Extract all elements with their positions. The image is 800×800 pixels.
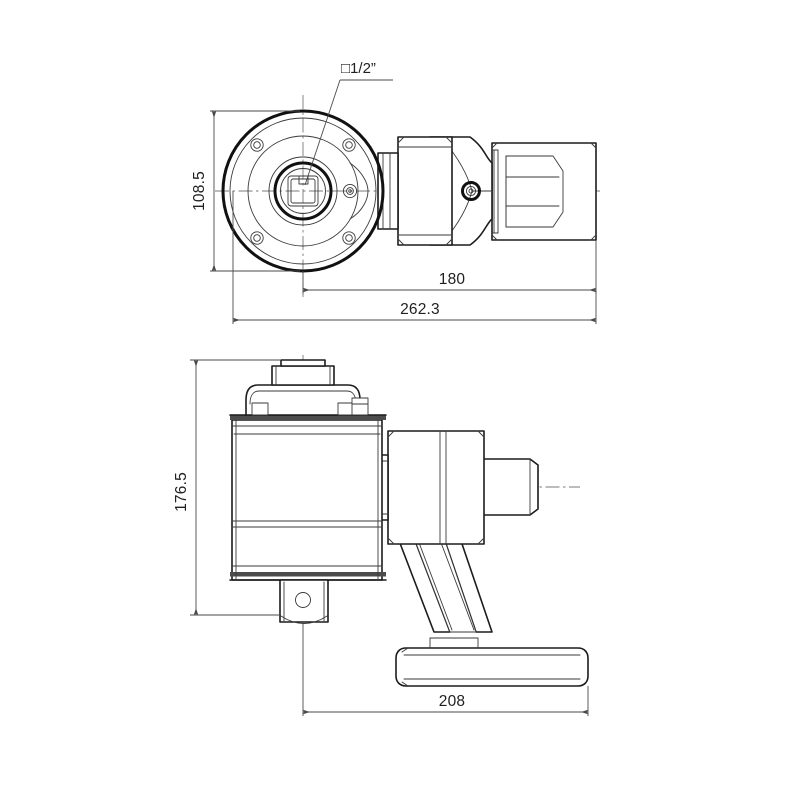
dimension-length-180: 180 <box>302 240 597 294</box>
square-drive <box>268 156 338 226</box>
dimension-length-262-3-label: 262.3 <box>400 301 440 318</box>
lever-handle <box>395 537 589 687</box>
flange-bolt-holes <box>250 138 356 245</box>
dimension-height-108-5: 108.5 <box>191 110 300 272</box>
dimension-length-180-label: 180 <box>439 271 466 288</box>
dimension-height-176-5-label: 176.5 <box>173 472 190 512</box>
bolt-hole <box>250 138 264 152</box>
dimension-length-208-label: 208 <box>439 693 465 710</box>
dimension-height-176-5: 176.5 <box>173 359 280 616</box>
top-view-group: □1/2” 108.5 180 262.3 <box>191 60 600 324</box>
bolt-hole <box>342 231 356 245</box>
square-drive-callout-label: □1/2” <box>341 60 376 77</box>
output-drive-assembly <box>363 430 539 545</box>
dimension-length-208: 208 <box>302 622 589 716</box>
gearbox-housing-body <box>229 359 387 581</box>
square-drive-callout: □1/2” <box>304 60 393 186</box>
dimension-height-108-5-label: 108.5 <box>191 171 208 211</box>
locking-pin <box>342 183 358 199</box>
mount-bracket <box>279 579 329 624</box>
bolt-hole <box>342 138 356 152</box>
bolt-hole <box>250 231 264 245</box>
reaction-bar-assembly <box>377 136 597 246</box>
side-view-group: 176.5 208 <box>173 355 589 716</box>
dimension-length-262-3: 262.3 <box>232 191 597 324</box>
